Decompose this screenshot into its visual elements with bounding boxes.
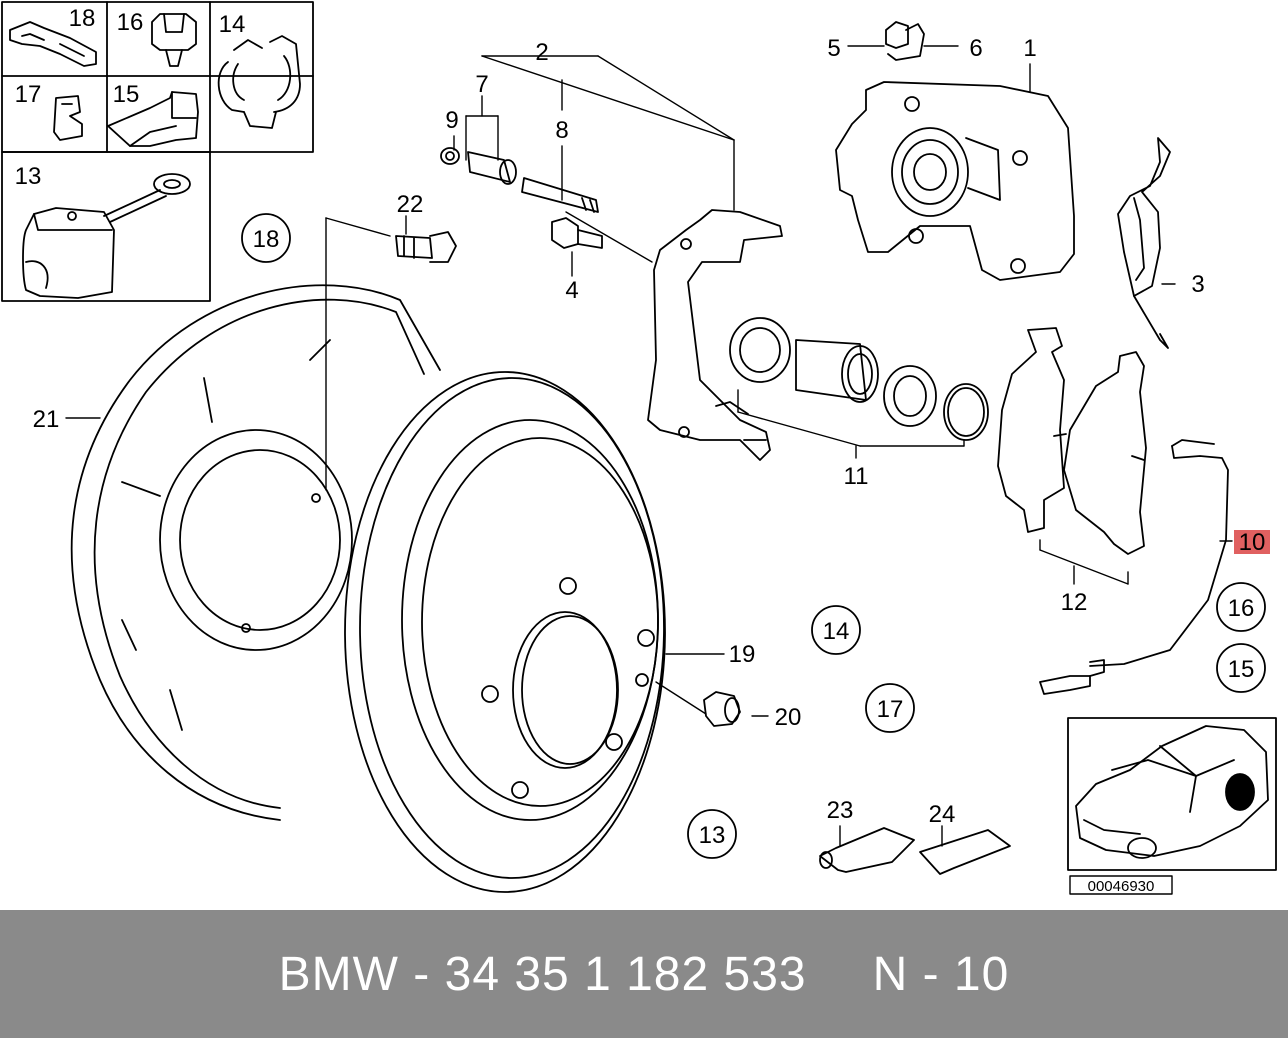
label-13-circle: 13 (699, 822, 726, 849)
brake-pads-12 (997, 327, 1147, 555)
grid-label-13: 13 (15, 163, 42, 190)
backing-plate-21 (70, 284, 441, 821)
label-2: 2 (535, 39, 548, 66)
highlight-10 (1234, 530, 1270, 554)
label-10: 10 (1239, 529, 1266, 556)
position-number-text: N - 10 (872, 947, 1010, 1001)
label-16-circle: 16 (1228, 595, 1255, 622)
grid-label-14: 14 (219, 11, 246, 38)
brake-parts-diagram: 1 2 3 4 5 6 7 8 9 10 11 12 13 14 15 16 1… (1, 1, 1277, 895)
grommet-16-drawing (151, 13, 197, 67)
label-4: 4 (565, 277, 578, 304)
label-11: 11 (844, 463, 869, 490)
wear-sensor-10 (1039, 439, 1229, 695)
part-number-footer: BMW - 34 35 1 182 533 N - 10 (0, 910, 1288, 1038)
clip-18-drawing (9, 21, 97, 67)
grid-label-16: 16 (117, 9, 144, 36)
parts-inset-grid (1, 1, 314, 302)
label-3: 3 (1191, 271, 1204, 298)
label-12: 12 (1061, 589, 1088, 616)
grease-23-24 (819, 827, 1011, 875)
brake-disc-19 (344, 371, 666, 893)
caliper-carrier-2 (647, 209, 783, 461)
sensor-13-drawing (22, 173, 191, 299)
label-19: 19 (729, 641, 756, 668)
label-1: 1 (1023, 35, 1036, 62)
bolts-group (395, 147, 603, 263)
label-18-circle: 18 (253, 226, 280, 253)
label-24: 24 (929, 801, 956, 828)
circled-references (241, 213, 1266, 859)
label-23: 23 (827, 797, 854, 824)
holder-14-drawing (217, 35, 301, 129)
piston-kit-11 (729, 317, 989, 441)
label-7: 7 (475, 71, 488, 98)
grid-label-18: 18 (69, 5, 96, 32)
clip-17-drawing (53, 95, 83, 141)
clip-15-drawing (107, 91, 199, 147)
label-17-circle: 17 (877, 696, 904, 723)
label-15-circle: 15 (1228, 656, 1255, 683)
grid-label-17: 17 (15, 81, 42, 108)
caliper-1 (835, 81, 1075, 281)
label-22: 22 (397, 191, 424, 218)
vehicle-locator-inset (1067, 717, 1277, 895)
label-9: 9 (445, 107, 458, 134)
label-14-circle: 14 (823, 618, 850, 645)
part-number-text: BMW - 34 35 1 182 533 (278, 947, 807, 1001)
leader-lines (65, 45, 1233, 847)
label-5: 5 (827, 35, 840, 62)
grid-label-15: 15 (113, 81, 140, 108)
inset-catalog-number: 00046930 (1088, 878, 1155, 895)
label-20: 20 (775, 704, 802, 731)
label-8: 8 (555, 117, 568, 144)
label-21: 21 (33, 406, 60, 433)
spring-clip-3 (1117, 137, 1171, 349)
bleeder-5-spring-6 (885, 21, 925, 61)
label-6: 6 (969, 35, 982, 62)
bolt-20 (703, 691, 741, 727)
